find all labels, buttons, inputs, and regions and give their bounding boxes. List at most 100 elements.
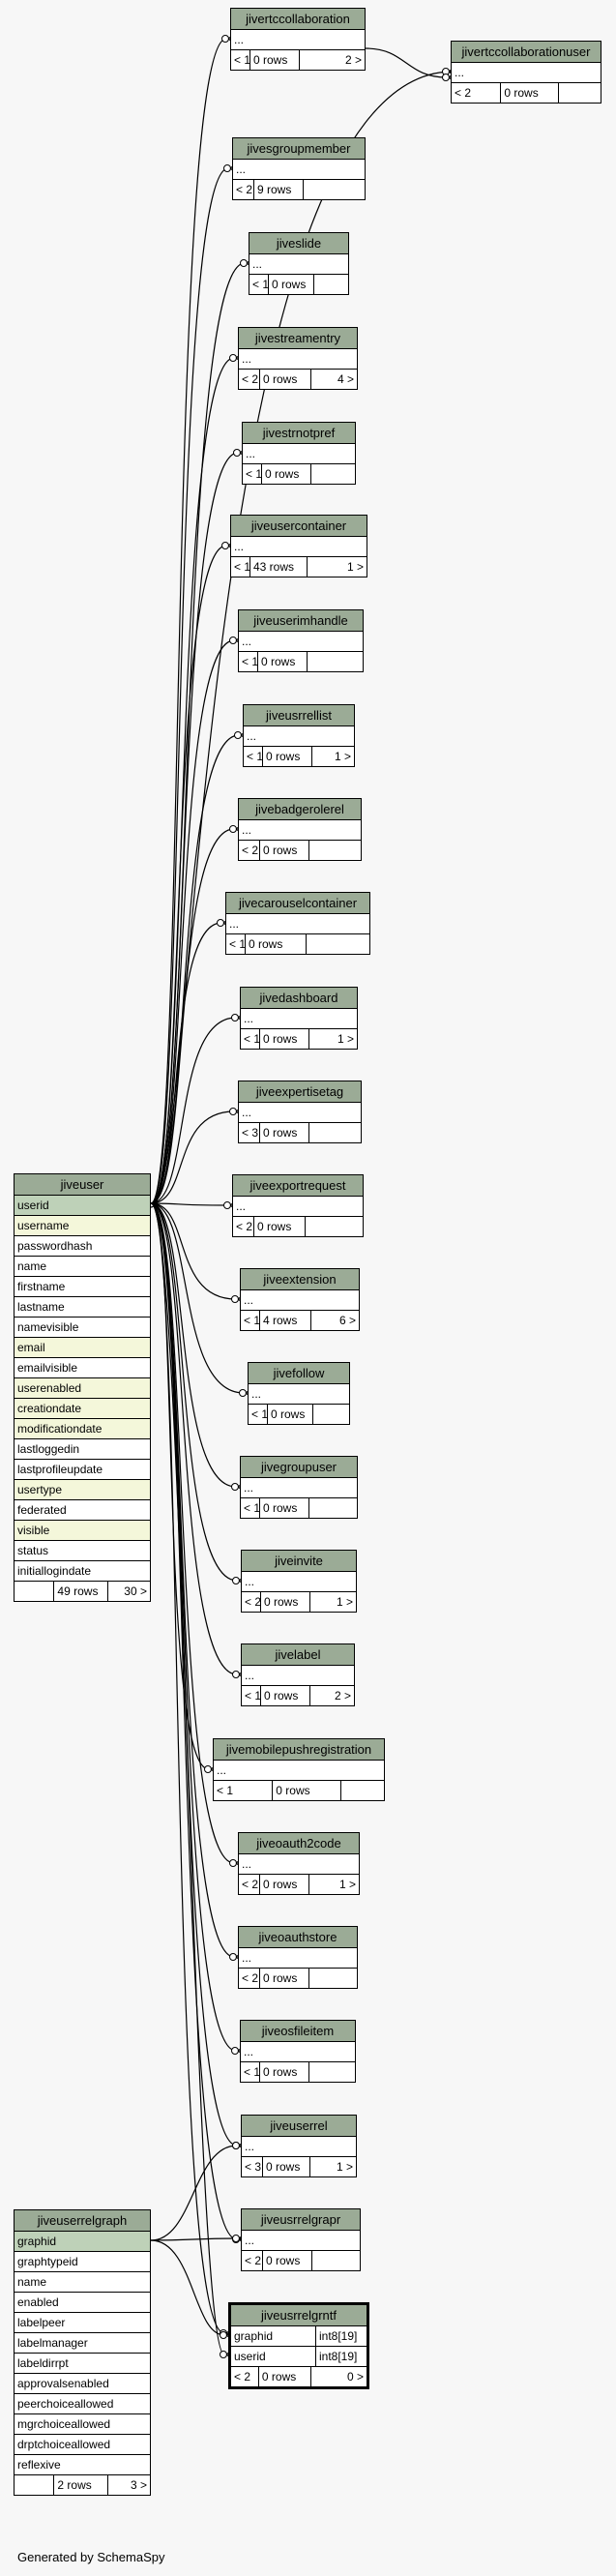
column-emailvisible[interactable]: emailvisible	[15, 1358, 150, 1378]
column-labeldirrpt[interactable]: labeldirrpt	[15, 2354, 150, 2374]
column-status[interactable]: status	[15, 1541, 150, 1561]
column-ellipsis[interactable]: ...	[244, 726, 354, 747]
column-drptchoiceallowed[interactable]: drptchoiceallowed	[15, 2435, 150, 2455]
column-ellipsis[interactable]: ...	[231, 30, 365, 50]
table-header[interactable]: jivertccollaboration	[231, 9, 365, 30]
column-ellipsis[interactable]: ...	[242, 2231, 360, 2251]
column-ellipsis[interactable]: ...	[226, 914, 369, 934]
table-header[interactable]: jivestreamentry	[239, 328, 357, 349]
column-ellipsis[interactable]: ...	[241, 1009, 357, 1029]
table-header[interactable]: jiveusercontainer	[231, 516, 367, 537]
column-ellipsis[interactable]: ...	[214, 1761, 384, 1781]
table-header[interactable]: jivestrnotpref	[243, 423, 355, 444]
column-ellipsis[interactable]: ...	[249, 254, 348, 275]
column-firstname[interactable]: firstname	[15, 1277, 150, 1297]
table-header[interactable]: jiveinvite	[242, 1551, 356, 1572]
column-ellipsis[interactable]: ...	[233, 160, 365, 180]
column-ellipsis[interactable]: ...	[231, 537, 367, 557]
column-ellipsis[interactable]: ...	[241, 2042, 355, 2062]
column-name[interactable]: name	[15, 1257, 150, 1277]
column-approvalsenabled[interactable]: approvalsenabled	[15, 2374, 150, 2394]
table-header[interactable]: jiveosfileitem	[241, 2021, 355, 2042]
column-ellipsis[interactable]: ...	[242, 1666, 354, 1686]
table-header[interactable]: jivefollow	[249, 1363, 349, 1384]
column-ellipsis[interactable]: ...	[239, 1948, 357, 1969]
column-lastname[interactable]: lastname	[15, 1297, 150, 1318]
table-header[interactable]: jivecarouselcontainer	[226, 893, 369, 914]
column-mgrchoiceallowed[interactable]: mgrchoiceallowed	[15, 2414, 150, 2435]
column-userid[interactable]: userid	[15, 1196, 150, 1216]
column-usertype[interactable]: usertype	[15, 1480, 150, 1500]
table-header[interactable]: jivegroupuser	[241, 1457, 357, 1478]
column-ellipsis[interactable]: ...	[239, 1103, 361, 1123]
column-ellipsis[interactable]: ...	[239, 820, 361, 841]
column-ellipsis[interactable]: ...	[233, 1197, 363, 1217]
column-name[interactable]: name	[15, 2272, 150, 2293]
table-header[interactable]: jivebadgerolerel	[239, 799, 361, 820]
table-header[interactable]: jivelabel	[242, 1644, 354, 1666]
column-modificationdate[interactable]: modificationdate	[15, 1419, 150, 1439]
column-passwordhash[interactable]: passwordhash	[15, 1236, 150, 1257]
column-ellipsis[interactable]: ...	[242, 1572, 356, 1592]
column-visible[interactable]: visible	[15, 1521, 150, 1541]
column-namevisible[interactable]: namevisible	[15, 1318, 150, 1338]
column-federated[interactable]: federated	[15, 1500, 150, 1521]
column-ellipsis[interactable]: ...	[241, 1290, 359, 1311]
column-email[interactable]: email	[15, 1338, 150, 1358]
column-graphtypeid[interactable]: graphtypeid	[15, 2252, 150, 2272]
table-header[interactable]: jiveslide	[249, 233, 348, 254]
column-ellipsis[interactable]: ...	[243, 444, 355, 464]
column-labelpeer[interactable]: labelpeer	[15, 2313, 150, 2333]
column-initiallogindate[interactable]: initiallogindate	[15, 1561, 150, 1582]
table-header[interactable]: jiveusrrellist	[244, 705, 354, 726]
column-reflexive[interactable]: reflexive	[15, 2455, 150, 2475]
column-creationdate[interactable]: creationdate	[15, 1399, 150, 1419]
column-lastprofileupdate[interactable]: lastprofileupdate	[15, 1460, 150, 1480]
column-ellipsis[interactable]: ...	[239, 632, 363, 652]
column-ellipsis[interactable]: ...	[239, 349, 357, 370]
table-header[interactable]: jivesgroupmember	[233, 138, 365, 160]
table-header[interactable]: jiveuserrelgraph	[15, 2210, 150, 2232]
table-header[interactable]: jiveexportrequest	[233, 1175, 363, 1197]
column-enabled[interactable]: enabled	[15, 2293, 150, 2313]
table-header[interactable]: jiveusrrelgrapr	[242, 2209, 360, 2231]
table-header[interactable]: jiveuserimhandle	[239, 610, 363, 632]
column-lastloggedin[interactable]: lastloggedin	[15, 1439, 150, 1460]
table-header[interactable]: jiveusrrelgrntf	[231, 2305, 367, 2326]
table-header[interactable]: jiveoauthstore	[239, 1927, 357, 1948]
column-ellipsis[interactable]: ...	[452, 63, 601, 83]
column-labelmanager[interactable]: labelmanager	[15, 2333, 150, 2354]
table-header[interactable]: jiveuserrel	[242, 2116, 356, 2137]
column-ellipsis[interactable]: ...	[249, 1384, 349, 1405]
column-graphid[interactable]: graphid	[15, 2232, 150, 2252]
column-ellipsis[interactable]: ...	[241, 1478, 357, 1498]
column-ellipsis[interactable]: ...	[242, 2137, 356, 2157]
column-username[interactable]: username	[15, 1216, 150, 1236]
